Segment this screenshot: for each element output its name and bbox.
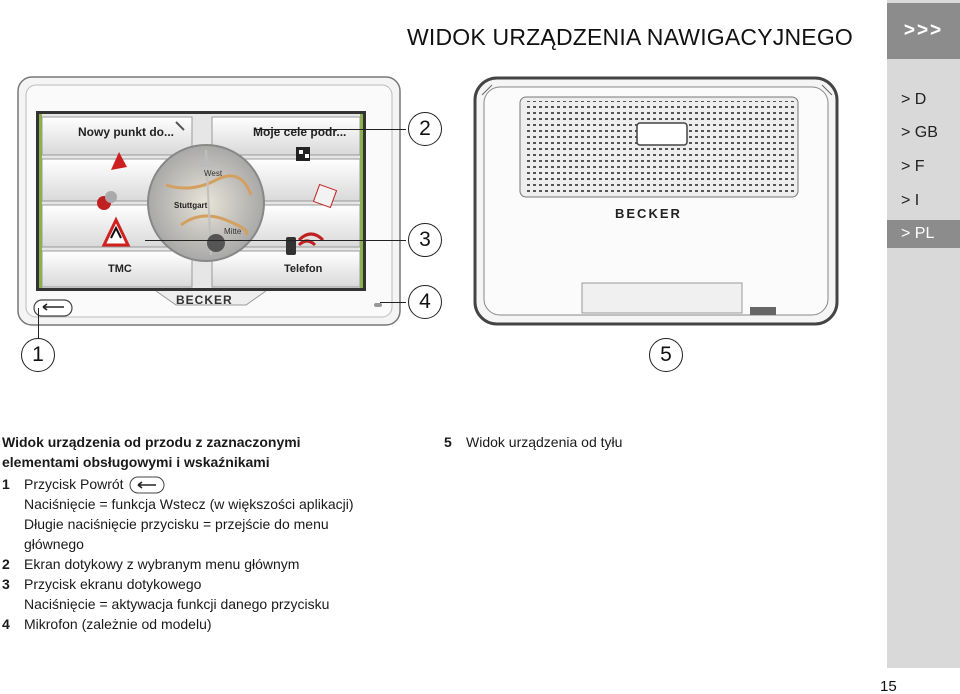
lang-tab-pl[interactable]: > PL	[887, 220, 960, 248]
map-label-city: Stuttgart	[174, 201, 208, 210]
description-block: Widok urządzenia od przodu z zaznaczonym…	[2, 432, 442, 634]
page-title: WIDOK URZĄDZENIA NAWIGACYJNEGO	[407, 24, 854, 50]
description-heading-1: Widok urządzenia od przodu z zaznaczonym…	[2, 434, 301, 450]
map-label-mitte: Mitte	[224, 227, 242, 236]
leader-line-1	[38, 308, 40, 338]
lang-tab-f[interactable]: > F	[901, 158, 925, 175]
leader-line-4	[380, 302, 406, 304]
page-number: 15	[880, 678, 897, 694]
list-item: Naciśnięcie = funkcja Wstecz (w większoś…	[24, 496, 354, 512]
device-front-illustration: Nowy punkt do... Moje cele podr... TMC T…	[16, 75, 402, 328]
callout-2: 2	[408, 112, 442, 146]
list-item: Naciśnięcie = aktywacja funkcji danego p…	[24, 596, 330, 612]
callout-5: 5	[649, 338, 683, 372]
language-sidebar: >>> > D > GB > F > I > PL	[887, 0, 960, 668]
description-heading-2: elementami obsługowymi i wskaźnikami	[2, 454, 270, 470]
list-item: 1 Przycisk Powrót	[2, 474, 442, 494]
tile-phone-label: Telefon	[284, 263, 323, 275]
leader-line-2	[254, 129, 406, 131]
tile-new-destination-label: Nowy punkt do...	[78, 125, 174, 139]
lang-tab-d[interactable]: > D	[901, 91, 927, 108]
lang-tab-i[interactable]: > I	[901, 192, 920, 209]
callout-3: 3	[408, 223, 442, 257]
tile-my-destinations-label: Moje cele podr...	[253, 125, 347, 139]
device-back-illustration: BECKER	[472, 75, 842, 328]
callout-4: 4	[408, 285, 442, 319]
map-label-west: West	[204, 169, 223, 178]
list-item: Długie naciśnięcie przycisku = przejście…	[24, 516, 329, 532]
next-page-tab[interactable]: >>>	[887, 3, 960, 59]
callout-1: 1	[21, 338, 55, 372]
front-brand-logo: BECKER	[176, 293, 233, 307]
back-button-icon	[129, 476, 165, 494]
leader-line-3	[145, 240, 406, 242]
tile-tmc-label: TMC	[108, 263, 132, 275]
lang-tab-gb[interactable]: > GB	[901, 124, 938, 141]
back-brand-logo: BECKER	[615, 206, 682, 221]
list-item: głównego	[24, 536, 84, 552]
